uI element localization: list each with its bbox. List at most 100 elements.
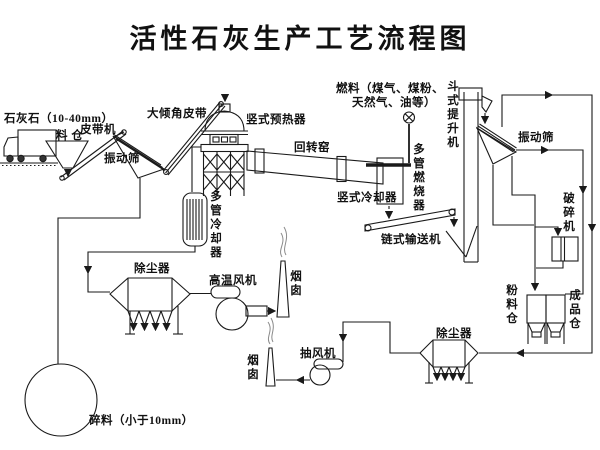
smoke-plume-icon — [283, 226, 288, 256]
multi-tube-cooler: 多管冷却器 — [83, 189, 222, 293]
label-belt-conveyor: 皮带机 — [79, 122, 116, 136]
label-dust-collector-1: 除尘器 — [134, 261, 170, 275]
elevator-discharge-spout — [481, 95, 493, 113]
rotary-kiln: 回转窑 — [246, 140, 384, 185]
crusher-return-line — [536, 261, 564, 269]
preheater-neck — [209, 133, 239, 146]
label-multitube-cooler: 多管冷却器 — [209, 189, 222, 259]
dust-collector-1: 除尘器 — [109, 261, 211, 335]
label-fuel-1: 燃料（煤气、煤粉、 — [335, 81, 444, 95]
conveyor-pulley — [364, 224, 372, 232]
preheater-cap — [218, 103, 231, 113]
truck-wheel-icon — [39, 154, 47, 163]
belt-pulley — [121, 129, 127, 135]
belt-pulley — [59, 175, 65, 181]
powder-bin-body — [526, 294, 547, 324]
dedusting-duct — [479, 90, 597, 358]
limestone-truck: 石灰石（10-40mm） — [0, 111, 114, 167]
label-chain-conveyor: 链式输送机 — [381, 232, 441, 246]
belt-conveyor: 皮带机 — [59, 122, 127, 181]
label-vibrating-screen-1: 振动筛 — [104, 151, 140, 165]
high-temp-fan: 高温风机 — [209, 273, 277, 331]
label-crusher: 破碎机 — [563, 191, 575, 233]
product-line — [516, 149, 584, 295]
smoke-plume-icon — [270, 317, 274, 343]
bin-discharge — [531, 331, 542, 338]
kiln-shell — [246, 150, 384, 185]
vibrating-screen-1: 振动筛 — [104, 131, 166, 179]
fines-line — [57, 178, 141, 364]
label-ht-fan: 高温风机 — [209, 273, 257, 287]
label-vertical-cooler: 竖式冷却器 — [337, 190, 397, 204]
vibrating-screen-2: 振动筛 — [475, 123, 554, 165]
cooler-tubes — [186, 199, 203, 240]
fan-casing — [215, 297, 249, 331]
elevator-head — [458, 87, 483, 101]
screen-deck — [477, 125, 516, 151]
preheater-port — [229, 136, 237, 143]
crusher-feed-line — [535, 226, 559, 230]
elevator-boot-chute — [445, 225, 478, 258]
belt-line — [165, 103, 223, 174]
page-title: 活性石灰生产工艺流程图 — [130, 24, 471, 54]
gas-duct — [479, 94, 593, 354]
belt-line — [60, 130, 124, 178]
bin-hopper — [546, 322, 565, 333]
preheater-bracing — [203, 153, 245, 191]
cooler-housing — [376, 157, 404, 205]
belt-line — [162, 101, 221, 172]
bin-hopper — [527, 322, 546, 333]
label-chimney-2: 烟囱 — [247, 353, 259, 381]
preheater-port — [220, 136, 229, 143]
label-fines: 碎料（小于10mm） — [89, 413, 194, 427]
fan-inlet-scroll — [210, 285, 241, 299]
label-chimney-1: 烟囱 — [290, 269, 302, 297]
fan-inlet-scroll — [313, 358, 344, 370]
smoke-plume-icon — [280, 232, 284, 258]
truck-wheel-icon — [6, 154, 14, 163]
label-bucket-elevator: 斗式提升机 — [447, 80, 459, 149]
belt-line — [167, 105, 226, 176]
conveyor-bed — [364, 208, 456, 232]
screen-deck — [479, 123, 517, 149]
chain-conveyor: 链式输送机 — [364, 208, 459, 246]
label-exhaust-fan: 抽风机 — [300, 346, 336, 360]
fines-pile: 碎料（小于10mm） — [24, 363, 194, 437]
kiln-tyre — [336, 155, 347, 183]
smoke-plume-icon — [267, 321, 271, 345]
label-limestone: 石灰石（10-40mm） — [3, 111, 114, 125]
truck-cargo-icon — [17, 129, 57, 157]
belt-pulley — [163, 169, 169, 175]
preheater-band — [200, 143, 249, 153]
label-powder-bin: 粉料仓 — [505, 283, 518, 325]
collector-hoppers — [432, 366, 466, 379]
preheater-gas-line — [191, 146, 201, 192]
label-rotary-kiln: 回转窑 — [294, 140, 330, 154]
truck-wheel-icon — [17, 154, 25, 163]
preheater-port — [212, 136, 220, 143]
screen-body — [112, 135, 166, 179]
label-burner: 多管燃烧器 — [412, 142, 425, 212]
fuel-valve-cross — [404, 113, 414, 122]
screen-deck — [115, 138, 165, 171]
fines-circle — [24, 363, 98, 437]
chimney-2: 烟囱 — [247, 317, 276, 387]
preheater-dome — [204, 110, 245, 132]
undersize-line — [511, 156, 536, 288]
fan-outlet-duct — [245, 305, 268, 317]
collector-hoppers — [127, 310, 173, 328]
cooler-gas-line — [87, 246, 196, 293]
label-fuel-2: 天然气、油等） — [352, 95, 436, 109]
label-product-bin: 成品仓 — [568, 288, 581, 330]
bin-discharge — [550, 331, 561, 338]
chimney-stack — [265, 347, 276, 387]
vertical-cooler: 竖式冷却器 — [337, 157, 404, 220]
bucket-elevator: 斗式提升机 — [445, 80, 493, 263]
chimney-stack — [276, 260, 290, 318]
belt-line — [63, 133, 127, 181]
truck-cab-icon — [3, 136, 19, 157]
label-preheater: 竖式预热器 — [246, 112, 306, 126]
storage-bins: 粉料仓 成品仓 — [505, 283, 581, 344]
